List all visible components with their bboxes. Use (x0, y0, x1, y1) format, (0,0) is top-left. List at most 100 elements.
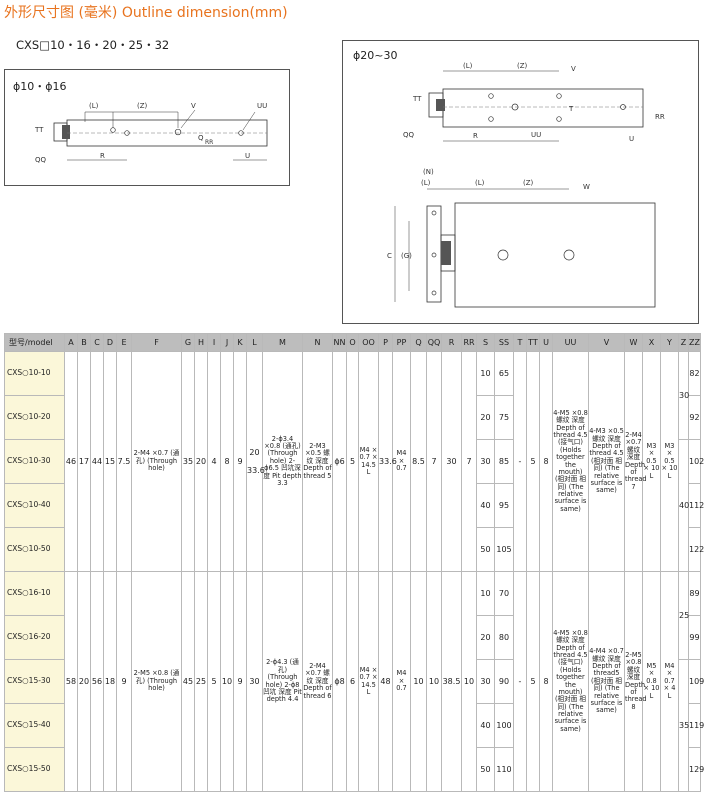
col-B: B (77, 333, 91, 352)
diagram-phi10-16: ϕ10・ϕ16 (L) (Z) V UU TT Q RR QQ R U (4, 69, 290, 186)
dim-Z: (Z) (137, 102, 148, 110)
model-cell: CXS○10-50 (4, 527, 65, 572)
cell-I: 4 (207, 351, 221, 572)
col-F: F (131, 333, 182, 352)
col-O: O (346, 333, 359, 352)
cell-ZZ: 92 (688, 395, 701, 440)
cell-H: 20 (194, 351, 208, 572)
cell-ZZ: 102 (688, 439, 704, 484)
col-V: V (588, 333, 625, 352)
col-T: T (513, 333, 527, 352)
cell-M: 2-ϕ4.3 (通孔) (Through hole) 2-ϕ8 凹坑 深度 Pi… (262, 571, 303, 792)
cell-T: - (513, 571, 527, 792)
col-H: H (194, 333, 208, 352)
dim-TT: TT (34, 126, 44, 134)
diagram-label: ϕ10・ϕ16 (13, 80, 67, 93)
cell-QQ: 7 (426, 351, 442, 572)
table-row: CXS○15-40 40 100 119 (4, 703, 704, 748)
dim-G: (G) (401, 252, 412, 260)
cell-K: 9 (233, 571, 247, 792)
col-RR: RR (461, 333, 477, 352)
cell-Z: 25 (678, 571, 689, 660)
cell-L-value-b: 33.6 (247, 466, 265, 476)
col-QQ: QQ (426, 333, 442, 352)
cell-S: 40 (476, 483, 495, 528)
cell-W: 2-M5 ×0.8 螺纹 深度 Depth of thread 8 (624, 571, 647, 792)
diagram-phi20-30: ϕ20~30 (L) (Z) V TT T RR QQ R UU U (342, 40, 699, 324)
cell-S: 20 (476, 395, 495, 440)
cell-SS: 100 (494, 703, 514, 748)
table-row: CXS○15-50 50 110 129 (4, 747, 704, 792)
table-row: CXS○10-40 40 95 112 (4, 483, 704, 528)
cell-O: 6 (346, 571, 359, 792)
dim-Q: Q (198, 134, 204, 142)
cell-N: 2-M3 ×0.5 螺纹 深度 Depth of thread 5 (302, 351, 333, 572)
model-cell: CXS○15-40 (4, 703, 65, 748)
cell-J: 10 (220, 571, 234, 792)
dim-Z: (Z) (517, 62, 528, 70)
cell-ZZ: 119 (688, 703, 704, 748)
spec-table: 型号/model A B C D E F G H I J K L M N NN … (4, 333, 704, 792)
cell-R: 30 (441, 351, 462, 572)
dim-TT: TT (412, 95, 422, 103)
cell-TT: 5 (526, 351, 540, 572)
cell-PP: M4 × 0.7 (392, 571, 411, 792)
cell-TT: 5 (526, 571, 540, 792)
cell-W: 2-M4 ×0.7 螺纹 深度 Depth of thread 7 (624, 351, 647, 572)
cell-S: 50 (476, 747, 495, 792)
cell-V: 4-M3 ×0.5 螺纹 深度 Depth of thread 4.5 (相对面… (588, 351, 625, 572)
cell-SS: 75 (494, 395, 514, 440)
col-R: R (441, 333, 462, 352)
cell-ZZ: 122 (688, 527, 704, 572)
diagram-label: ϕ20~30 (353, 49, 398, 62)
cell-SS: 95 (494, 483, 514, 528)
cell-L-value: 20 (249, 447, 260, 457)
cell-SS: 90 (494, 659, 514, 704)
cell-O: 5 (346, 351, 359, 572)
dim-RR: RR (655, 113, 665, 121)
model-cell: CXS○16-20 (4, 615, 65, 660)
cell-S: 20 (476, 615, 495, 660)
cell-OO: M4 × 0.7 × 14.5 L (358, 571, 379, 792)
dim-W: W (583, 183, 590, 191)
table-row: CXS○10-50 50 105 122 (4, 527, 704, 572)
cell-Z: 30 (678, 351, 689, 440)
col-A: A (64, 333, 78, 352)
cell-ZZ: 99 (688, 615, 701, 660)
cell-C: 56 (90, 571, 104, 792)
dim-L2: (L) (421, 179, 431, 187)
dim-QQ: QQ (403, 131, 415, 139)
dim-T: T (568, 105, 574, 113)
cell-K: 9 (233, 351, 247, 572)
cell-I: 5 (207, 571, 221, 792)
cell-Y: M3 × 0.5 × 10 L (660, 351, 679, 572)
cell-G: 35 (181, 351, 195, 572)
col-K: K (233, 333, 247, 352)
cell-Z: 40 (678, 439, 689, 572)
dim-L: (L) (463, 62, 473, 70)
dim-U: U (629, 135, 634, 143)
cell-UU: 4-M5 ×0.8 螺纹 深度 Depth of thread 4.5 (接气口… (552, 351, 589, 572)
cell-U: 8 (539, 571, 553, 792)
cell-U: 8 (539, 351, 553, 572)
cell-S: 10 (476, 571, 495, 616)
col-W: W (624, 333, 643, 352)
col-OO: OO (358, 333, 379, 352)
col-D: D (103, 333, 117, 352)
cell-L: 30 (246, 571, 263, 792)
dim-R: R (100, 152, 105, 160)
model-cell: CXS○10-30 (4, 439, 65, 484)
cell-F: 2-M4 ×0.7 (通孔) (Through hole) (131, 351, 182, 572)
diagram-drawing: (L) (Z) V UU TT Q RR QQ R U (34, 102, 268, 164)
col-P: P (378, 333, 393, 352)
cell-SS: 70 (494, 571, 514, 616)
cell-J: 8 (220, 351, 234, 572)
col-N: N (302, 333, 333, 352)
dim-Z2: (Z) (523, 179, 534, 187)
cell-RR: 7 (461, 351, 477, 572)
cell-ZZ: 82 (688, 351, 701, 396)
cell-Q: 8.5 (410, 351, 427, 572)
cell-S: 10 (476, 351, 495, 396)
cell-SS: 110 (494, 747, 514, 792)
cell-Z: 35 (678, 659, 689, 792)
